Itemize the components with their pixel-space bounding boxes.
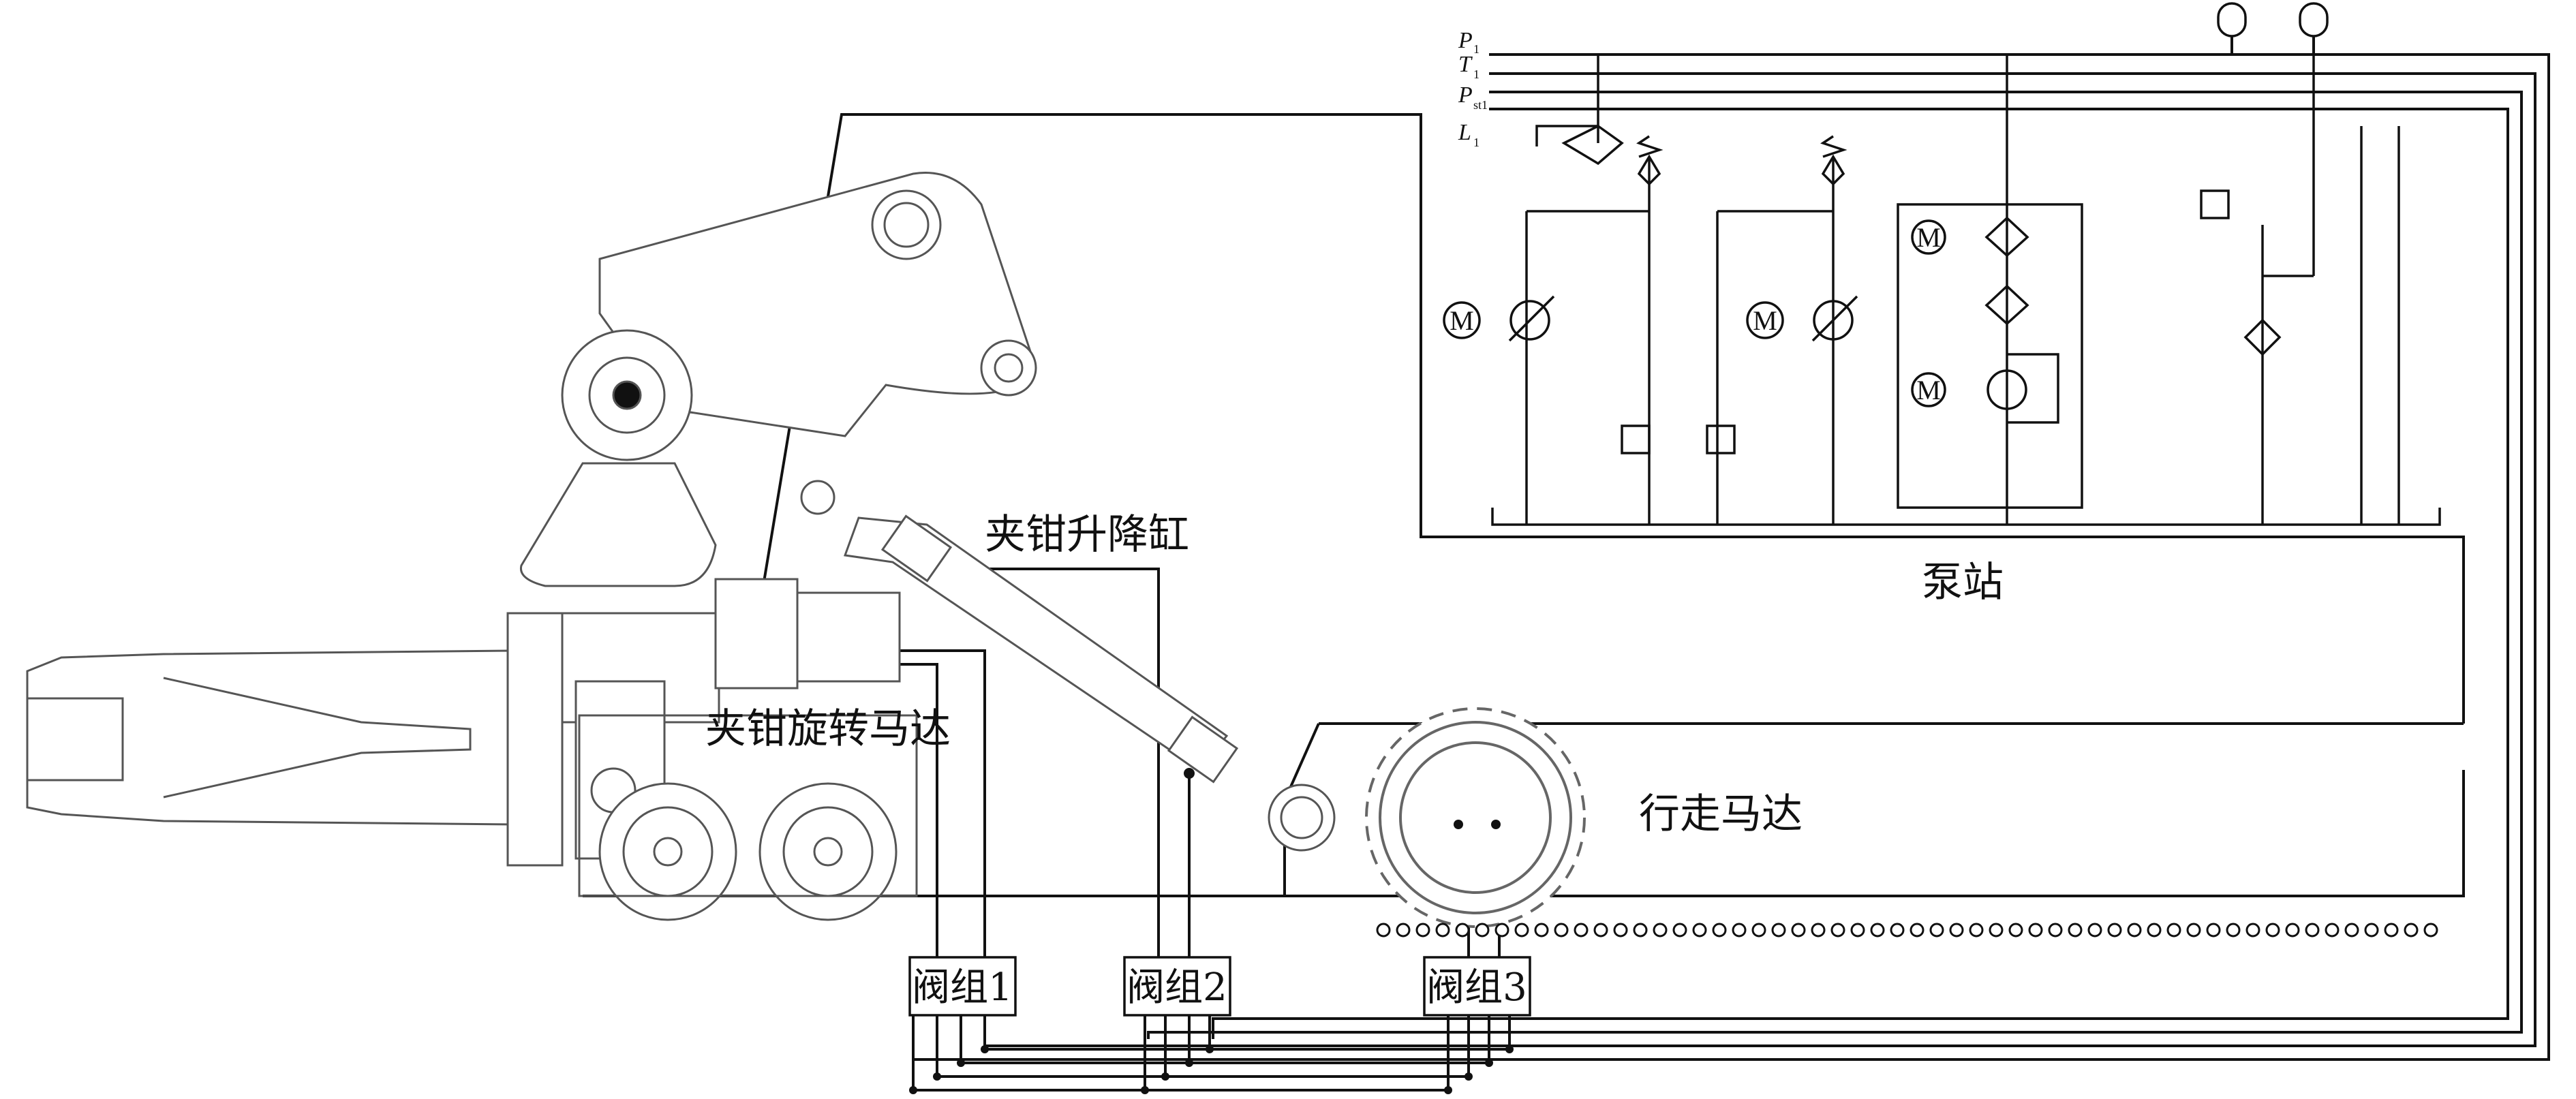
track-rack xyxy=(1376,923,2438,938)
rack-dot xyxy=(2186,923,2201,938)
rack-dot xyxy=(2107,923,2122,938)
rack-dot xyxy=(2008,923,2023,938)
rack-dot xyxy=(2404,923,2419,938)
pump-station-label: 泵站 xyxy=(1922,559,2004,606)
rack-dot xyxy=(2206,923,2221,938)
rack-dot xyxy=(2166,923,2181,938)
rack-dot xyxy=(1712,923,1727,938)
rack-dot xyxy=(1811,923,1826,938)
port-label-pst1: P xyxy=(1458,82,1473,108)
port-labels: P 1 T 1 P st1 L 1 xyxy=(1458,28,1488,149)
rack-dot xyxy=(1791,923,1806,938)
accumulators xyxy=(2217,2,2329,37)
rack-dot xyxy=(2127,923,2142,938)
rack-dot xyxy=(1771,923,1786,938)
pump-station xyxy=(1443,55,2441,526)
port-label-t1: T xyxy=(1458,52,1473,77)
rack-dot xyxy=(1396,923,1411,938)
rack-dot xyxy=(2265,923,2280,938)
rack-dot xyxy=(1475,923,1490,938)
rack-dot xyxy=(1455,923,1470,938)
rack-dot xyxy=(1850,923,1865,938)
rack-dot xyxy=(2087,923,2102,938)
rack-dot xyxy=(1415,923,1430,938)
rack-dot xyxy=(1672,923,1687,938)
rack-dot xyxy=(1514,923,1529,938)
rack-dot xyxy=(2325,923,2340,938)
rack-dot xyxy=(2305,923,2320,938)
pump-motor-labels: M M M M xyxy=(1450,222,1941,405)
travel-motor-gear xyxy=(1365,707,1586,928)
port-label-l1: L xyxy=(1458,120,1471,145)
rack-dot xyxy=(1554,923,1569,938)
rack-dot xyxy=(2384,923,2399,938)
port-sub-p1: 1 xyxy=(1473,42,1479,56)
clamp-lift-cylinder-label: 夹钳升降缸 xyxy=(985,511,1189,559)
valve-group-1-box xyxy=(908,956,1017,1017)
hydraulic-lines xyxy=(583,34,2550,1092)
rack-dot xyxy=(1534,923,1549,938)
rack-dot xyxy=(1494,923,1509,938)
rack-dot xyxy=(2245,923,2260,938)
motor-symbol-4: M xyxy=(1916,375,1941,405)
valve-group-2-label: 阀组2 xyxy=(1126,965,1227,1010)
motor-symbol-3: M xyxy=(1916,222,1941,253)
manipulator-machine xyxy=(26,171,1336,921)
rack-dot xyxy=(1910,923,1925,938)
motor-symbol-2: M xyxy=(1753,305,1777,336)
valve-group-3-label: 阀组3 xyxy=(1426,965,1527,1010)
rack-dot xyxy=(1949,923,1964,938)
rack-dot xyxy=(1890,923,1905,938)
rack-dot xyxy=(2285,923,2300,938)
rack-dot xyxy=(2344,923,2359,938)
rack-dot xyxy=(1376,923,1391,938)
travel-motor-ports xyxy=(1454,820,1501,829)
rack-dot xyxy=(1969,923,1984,938)
motor-symbol-1: M xyxy=(1450,305,1474,336)
rack-dot xyxy=(1830,923,1845,938)
port-sub-l1: 1 xyxy=(1473,136,1479,149)
rack-dot xyxy=(1751,923,1766,938)
valve-group-3-box xyxy=(1423,956,1531,1017)
valve-group-labels: 阀组1 阀组2 阀组3 xyxy=(912,965,1527,1010)
rack-dot xyxy=(1574,923,1589,938)
rack-dot xyxy=(1929,923,1944,938)
port-label-p1: P xyxy=(1458,28,1473,53)
rack-dot xyxy=(2028,923,2043,938)
rack-dot xyxy=(2068,923,2083,938)
rack-dot xyxy=(1593,923,1608,938)
port-sub-t1: 1 xyxy=(1473,67,1479,81)
rack-dot xyxy=(1435,923,1450,938)
rack-dot xyxy=(2423,923,2438,938)
rack-dot xyxy=(2364,923,2379,938)
rack-dot xyxy=(1732,923,1747,938)
valve-group-2-box xyxy=(1123,956,1231,1017)
clamp-rotary-motor-label: 夹钳旋转马达 xyxy=(705,705,951,753)
rack-dot xyxy=(2048,923,2063,938)
port-sub-pst1: st1 xyxy=(1473,98,1488,112)
rack-dot xyxy=(1989,923,2004,938)
rack-dot xyxy=(2147,923,2162,938)
rack-dot xyxy=(1613,923,1628,938)
travel-motor-label: 行走马达 xyxy=(1639,790,1803,838)
valve-group-1-label: 阀组1 xyxy=(912,965,1013,1010)
rack-dot xyxy=(1633,923,1648,938)
rack-dot xyxy=(1692,923,1707,938)
rack-dot xyxy=(1870,923,1885,938)
rack-dot xyxy=(1653,923,1668,938)
rack-dot xyxy=(2226,923,2241,938)
valve-groups xyxy=(908,956,1531,1017)
